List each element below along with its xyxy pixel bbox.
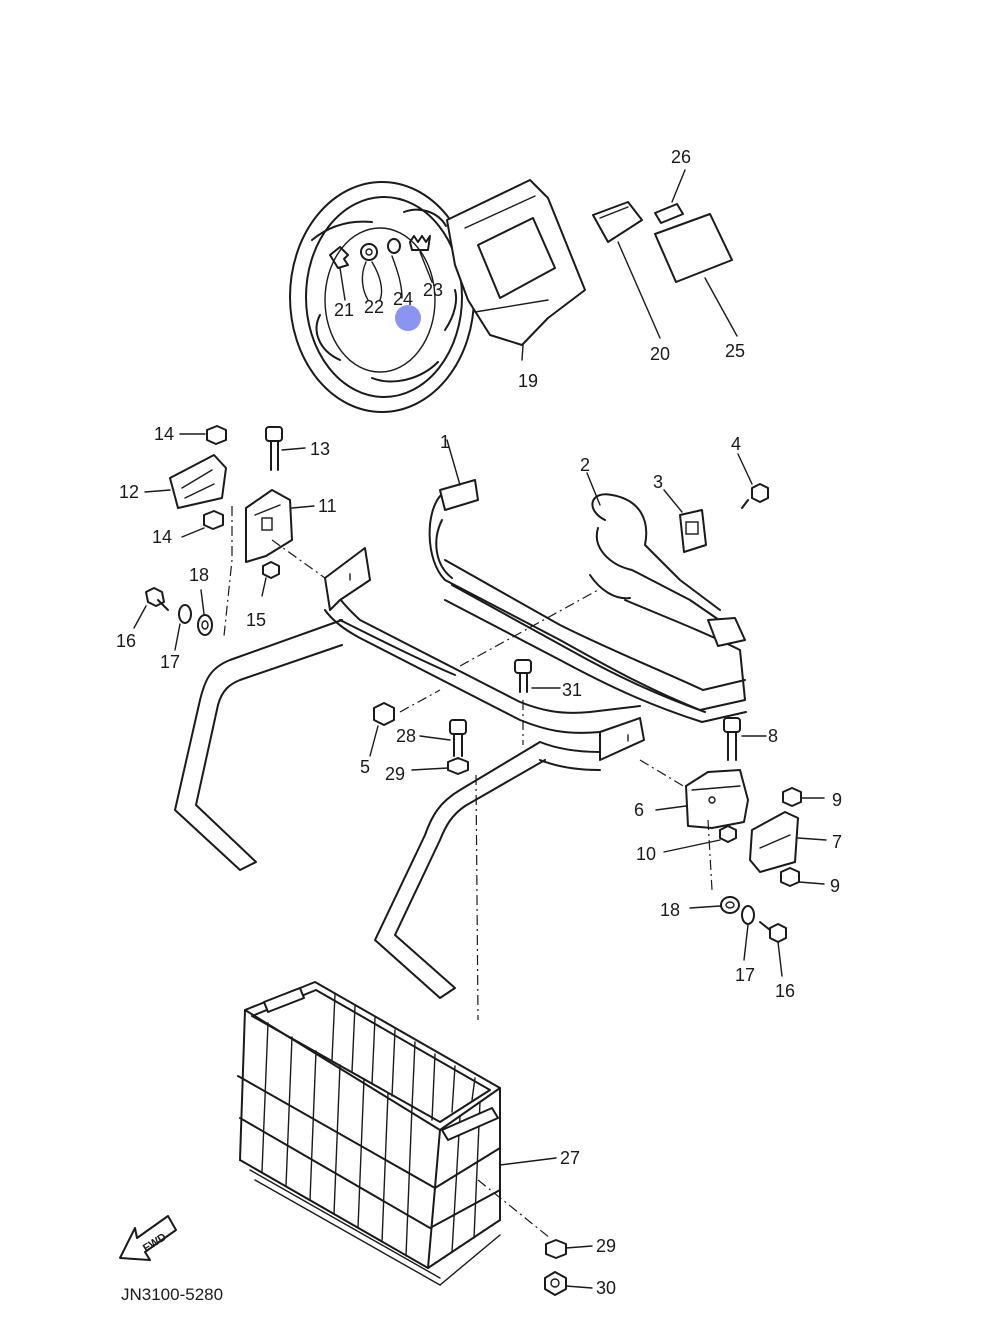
highlight-marker [395, 305, 421, 331]
nut-5 [369, 702, 395, 757]
part-label-2: 2 [580, 455, 590, 475]
part-label-6: 6 [634, 800, 644, 820]
bolt-31 [514, 659, 561, 693]
part-label-31: 31 [562, 680, 582, 700]
part-label-12: 12 [119, 482, 139, 502]
drawing-code: JN3100-5280 [121, 1285, 223, 1304]
part-label-17-left: 17 [160, 652, 180, 672]
part-label-9-top: 9 [832, 790, 842, 810]
part-label-29-top: 29 [385, 764, 405, 784]
strap [586, 472, 746, 647]
part-label-11: 11 [318, 496, 337, 516]
part-label-24: 24 [393, 289, 413, 309]
part-label-5: 5 [360, 757, 370, 777]
right-bracket-group [655, 717, 827, 977]
part-label-13: 13 [310, 439, 330, 459]
part-label-16-right: 16 [775, 981, 795, 1001]
part-label-30: 30 [596, 1278, 616, 1298]
wire-basket [237, 981, 557, 1286]
part-label-10: 10 [636, 844, 656, 864]
hub-parts [329, 235, 433, 301]
part-label-15: 15 [246, 610, 266, 630]
part-label-4: 4 [731, 434, 741, 454]
part-label-14-top: 14 [154, 424, 174, 444]
part-label-21: 21 [334, 300, 354, 320]
part-label-19: 19 [518, 371, 538, 391]
part-label-22: 22 [364, 297, 384, 317]
part-label-27: 27 [560, 1148, 580, 1168]
part-label-16-left: 16 [116, 631, 136, 651]
part-label-18-left: 18 [189, 565, 209, 585]
part-labels: 26 21 22 24 23 20 25 19 14 13 1 4 2 3 12… [116, 147, 842, 1298]
decal [654, 169, 738, 337]
bolt-28 [419, 719, 467, 757]
left-bracket-group [133, 425, 315, 651]
part-label-28: 28 [396, 726, 416, 746]
part-label-3: 3 [653, 472, 663, 492]
emblem [592, 201, 661, 339]
horn-pad [446, 179, 586, 361]
nut-29-top [411, 757, 469, 775]
part-label-26: 26 [671, 147, 691, 167]
bolt-4 [737, 453, 769, 509]
part-label-17-right: 17 [735, 965, 755, 985]
part-label-29-bottom: 29 [596, 1236, 616, 1256]
part-label-7: 7 [832, 832, 842, 852]
basket-frame [174, 539, 691, 1021]
part-label-1: 1 [440, 432, 450, 452]
part-label-8: 8 [768, 726, 778, 746]
part-label-25: 25 [725, 341, 745, 361]
bumper [428, 439, 747, 723]
nut-29-bottom [545, 1239, 593, 1259]
fwd-arrow-icon: FWD [119, 1215, 177, 1261]
clip [663, 489, 707, 553]
part-label-20: 20 [650, 344, 670, 364]
part-label-9-bottom: 9 [830, 876, 840, 896]
part-label-23: 23 [423, 280, 443, 300]
part-label-18-right: 18 [660, 900, 680, 920]
part-label-14-bottom: 14 [152, 527, 172, 547]
nut-30 [544, 1271, 593, 1296]
